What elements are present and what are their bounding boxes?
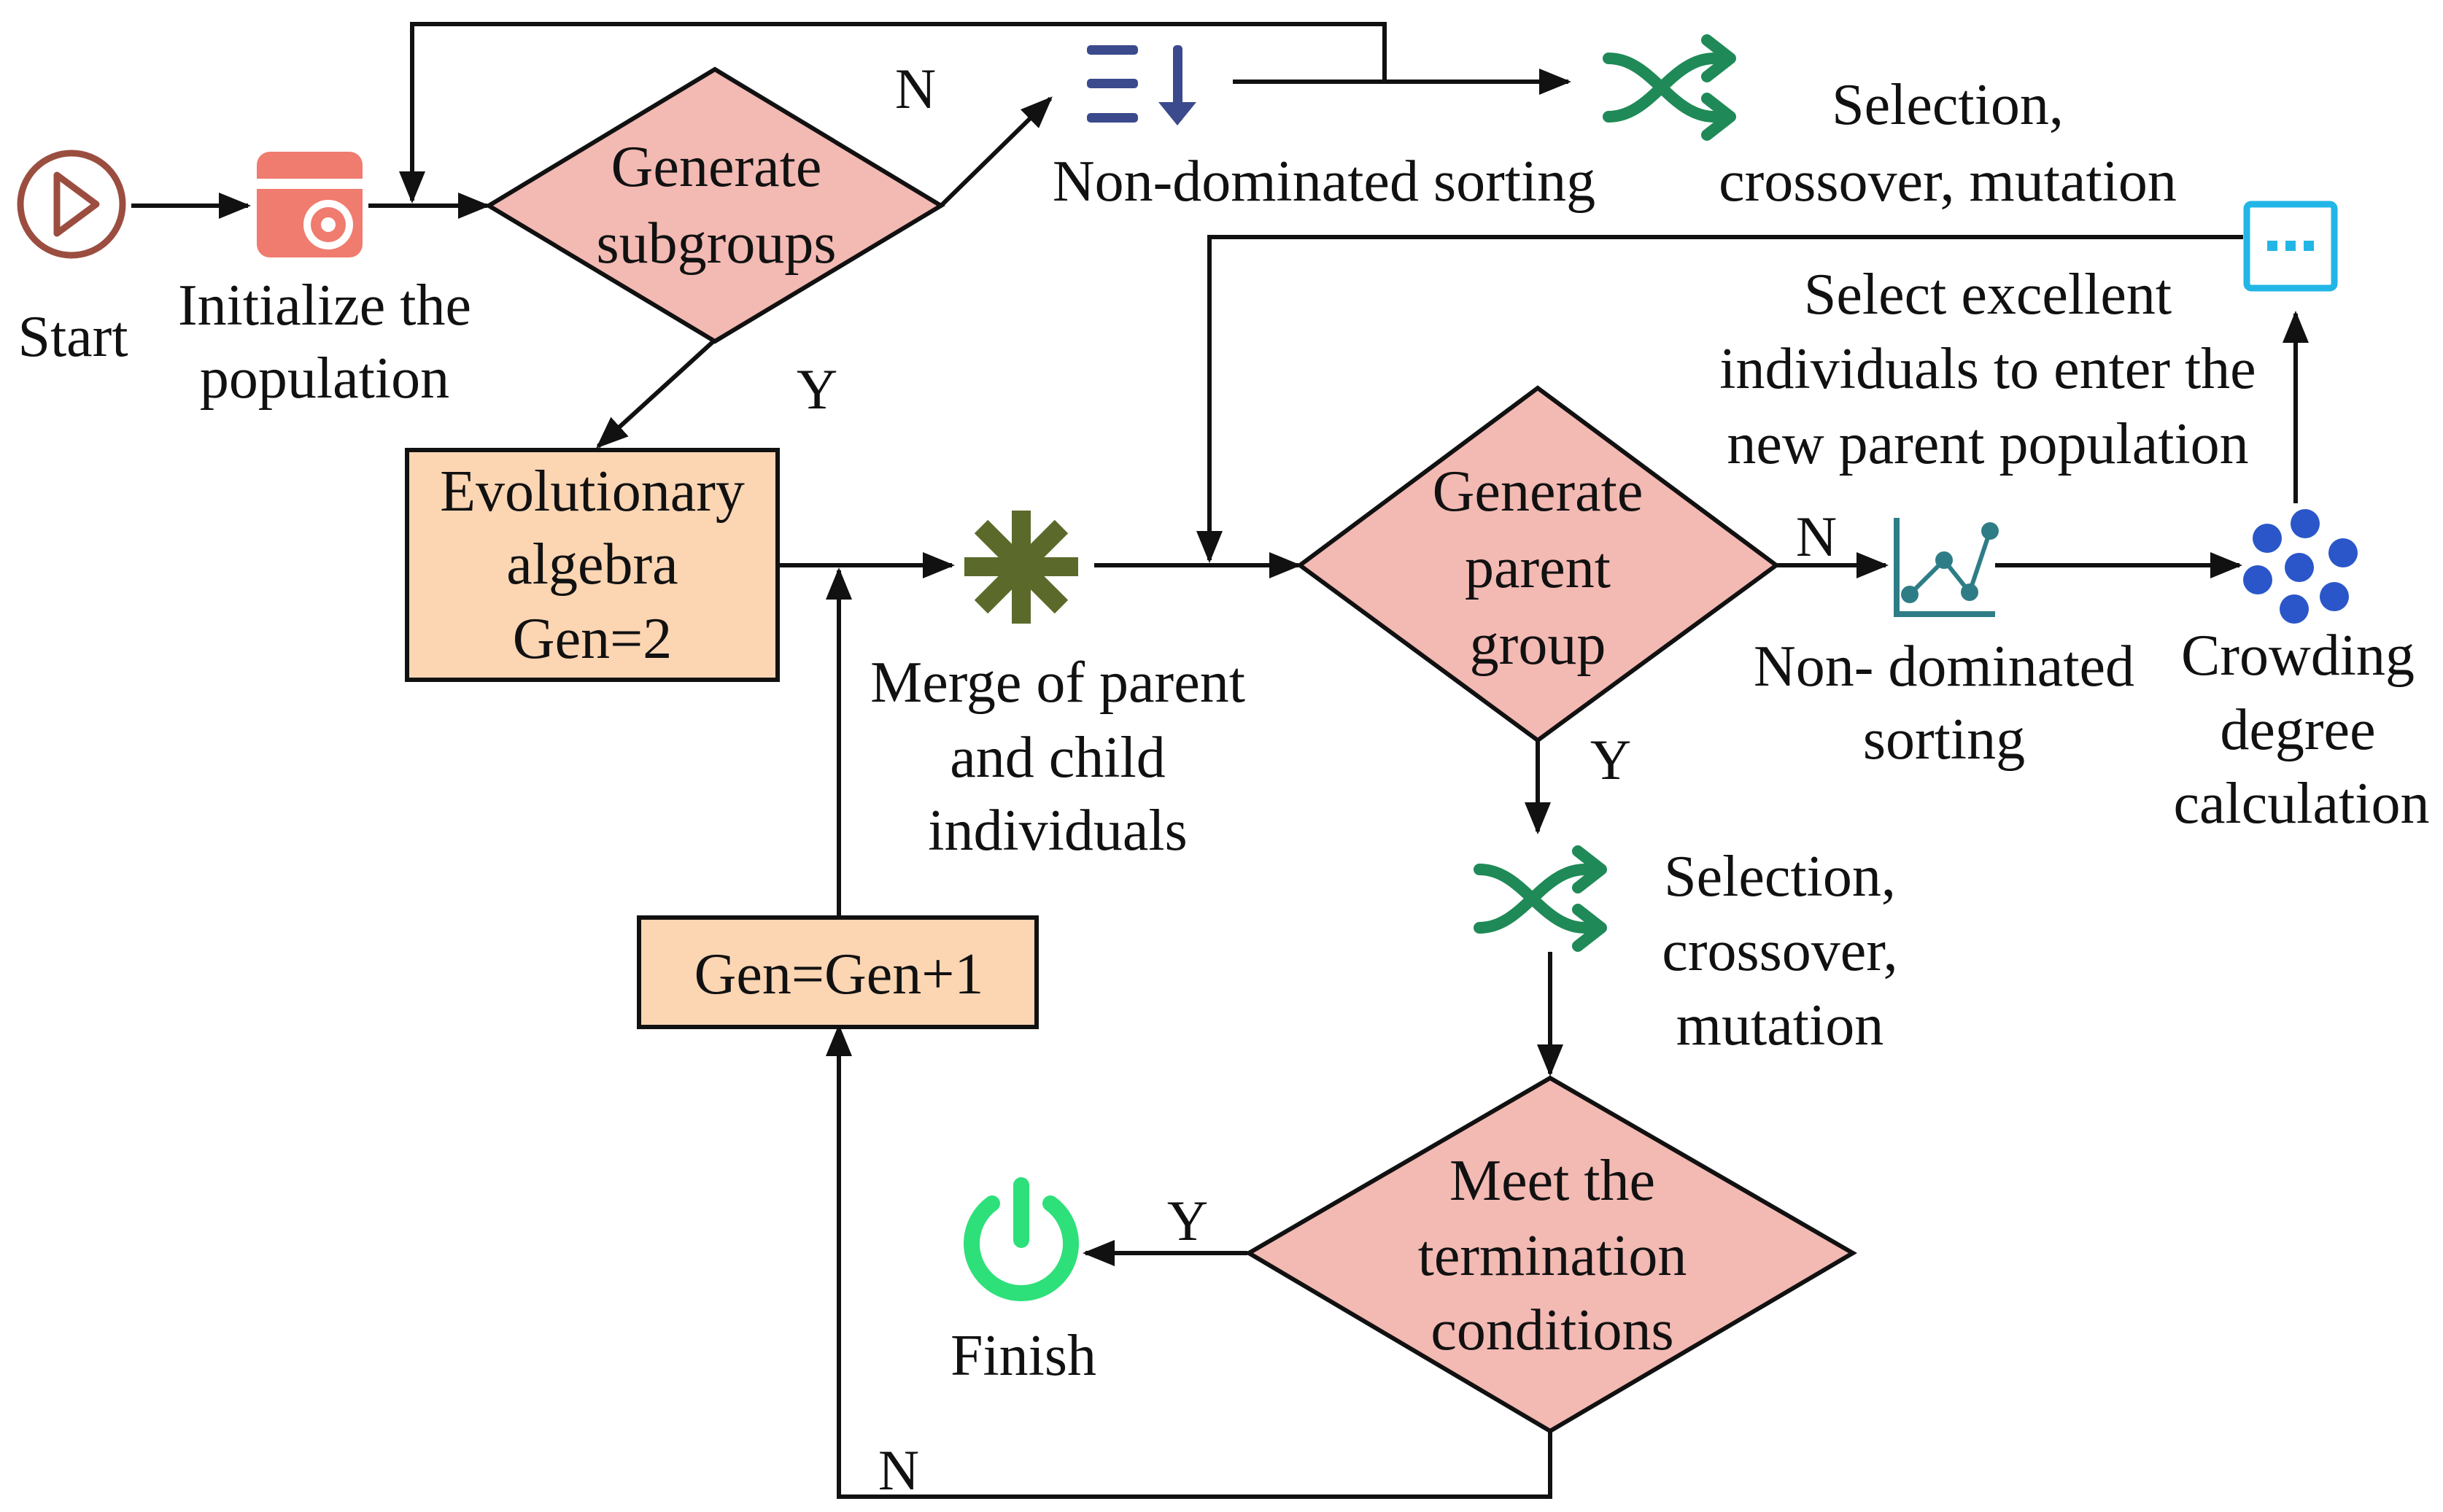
- labels: Start Initialize the population Generate…: [18, 57, 2429, 1502]
- process-gen-increment: [637, 915, 1039, 1029]
- selection-mid-line2: crossover,: [1662, 919, 1897, 983]
- parent-no-label: N: [1796, 505, 1837, 568]
- subgroups-label-line1: Generate: [611, 135, 822, 199]
- merge-label-line2: and child: [950, 726, 1165, 790]
- shuffle-icon-mid: [1474, 845, 1607, 952]
- finish-label: Finish: [951, 1324, 1096, 1388]
- arrow-subgroups-to-sorting: [939, 96, 1053, 208]
- shuffle-icon: [1603, 34, 1736, 141]
- crowding-line1: Crowding: [2181, 624, 2415, 688]
- termination-no-label: N: [878, 1438, 919, 1502]
- termination-line1: Meet the: [1449, 1149, 1655, 1213]
- play-circle-icon: [17, 150, 126, 259]
- crowding-line2: degree: [2220, 698, 2375, 762]
- parent-label-line3: group: [1470, 613, 1606, 677]
- play-triangle: [53, 171, 100, 237]
- connectors: [131, 22, 2309, 1499]
- termination-yes-label: Y: [1167, 1189, 1208, 1252]
- process-evolutionary-algebra: [405, 448, 780, 682]
- crowding-line3: calculation: [2174, 772, 2430, 836]
- sorting-mid-line2: sorting: [1863, 707, 2025, 772]
- select-excellent-line3: new parent population: [1727, 412, 2248, 476]
- evolutionary-label-line2: algebra: [506, 532, 678, 597]
- line-chart-icon: [1894, 518, 1999, 617]
- selection-mid-line3: mutation: [1676, 993, 1883, 1058]
- sorting-top-label: Non-dominated sorting: [1053, 150, 1595, 214]
- gear-window-icon: [257, 152, 363, 257]
- loop-termination-to-gen: [826, 1024, 1552, 1499]
- start-label: Start: [18, 305, 128, 369]
- subgroups-yes-label: Y: [797, 357, 837, 421]
- select-excellent-line2: individuals to enter the: [1719, 337, 2256, 401]
- parent-label-line1: Generate: [1433, 460, 1643, 524]
- init-label-line2: population: [200, 346, 449, 411]
- dots-box-icon: [2243, 201, 2338, 292]
- asterisk-icon: [964, 511, 1078, 624]
- selection-top-line1: Selection,: [1832, 73, 2064, 137]
- start-node: [17, 150, 126, 259]
- decision-generate-parent-group: [1296, 385, 1781, 743]
- evolutionary-label-line1: Evolutionary: [440, 460, 745, 524]
- parent-yes-label: Y: [1590, 728, 1631, 791]
- selection-mid-line1: Selection,: [1664, 845, 1896, 909]
- subgroups-no-label: N: [895, 57, 936, 120]
- arrow-subgroups-to-evolutionary: [596, 339, 716, 449]
- subgroups-label-line2: subgroups: [597, 212, 837, 276]
- power-icon: [964, 1177, 1079, 1301]
- termination-line3: conditions: [1430, 1298, 1673, 1362]
- select-excellent-line1: Select excellent: [1804, 263, 2172, 327]
- decision-generate-subgroups: [484, 66, 945, 344]
- loop-back-to-subgroups: [399, 22, 1387, 203]
- decision-termination: [1244, 1075, 1857, 1434]
- sort-descending-icon: [1087, 45, 1196, 125]
- selection-top-line2: crossover, mutation: [1719, 150, 2177, 214]
- merge-label-line3: individuals: [928, 799, 1188, 863]
- init-label-line1: Initialize the: [178, 274, 471, 338]
- sorting-mid-line1: Non- dominated: [1754, 635, 2134, 699]
- parent-label-line2: parent: [1465, 536, 1611, 600]
- evolutionary-label-line3: Gen=2: [513, 607, 672, 671]
- termination-line2: termination: [1418, 1224, 1687, 1288]
- loop-select-to-parent: [1196, 235, 2243, 563]
- dots-cluster-icon: [2243, 509, 2358, 624]
- merge-label-line1: Merge of parent: [870, 651, 1245, 715]
- gen-increment-label: Gen=Gen+1: [694, 942, 984, 1007]
